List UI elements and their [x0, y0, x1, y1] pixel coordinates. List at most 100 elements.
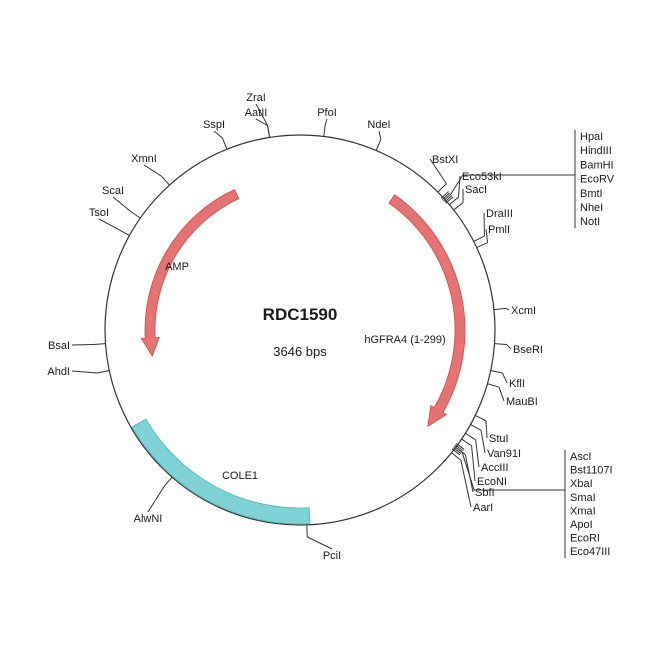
site-label-sbfi: SbfI	[475, 487, 495, 499]
site-label-sspi: SspI	[203, 119, 225, 131]
site-leader-ndei	[378, 130, 382, 140]
site-leader-kfli	[502, 372, 508, 384]
site-group-tick	[445, 196, 454, 204]
site-leader-stui	[485, 420, 488, 439]
site-label-tsoi: TsoI	[89, 207, 109, 219]
site-group-tick	[452, 447, 462, 454]
site-group-leader	[461, 452, 565, 491]
sites-layer: ZraI AatII PfoI NdeI SspI XmnI ScaI TsoI BsaI Ahd…	[47, 92, 543, 562]
site-group-tick	[455, 443, 465, 450]
site-label-bsai: BsaI	[48, 340, 70, 352]
site-leader-xmni	[143, 164, 162, 177]
site-label-maubi: MauBI	[506, 396, 538, 408]
site-tick-aatii	[267, 125, 270, 138]
site-tick-bsai	[93, 343, 106, 345]
site-group-tick	[443, 193, 452, 202]
site-group-tick	[440, 191, 449, 199]
site-leader-zrai	[255, 103, 269, 126]
site-tick-kfli	[490, 370, 503, 374]
site-label-bmti: BmtI	[580, 188, 603, 200]
site-label-stui: StuI	[489, 433, 509, 445]
site-group-tick	[451, 448, 461, 456]
site-leader-pcii	[307, 536, 333, 550]
site-label-hindiii: HindIII	[580, 145, 612, 157]
site-leader-sspi	[213, 130, 223, 139]
plasmid-backbone	[104, 134, 496, 526]
site-leader-pmli	[485, 228, 489, 243]
site-label-scai: ScaI	[102, 185, 124, 197]
site-label-nhei: NheI	[580, 202, 603, 214]
site-tick-draiii	[473, 235, 485, 242]
site-leader-aari	[460, 460, 472, 508]
site-label-bamhi: BamHI	[580, 159, 614, 171]
site-leader-scai	[112, 196, 131, 212]
site-group-tick	[454, 444, 464, 452]
site-label-xmai: XmaI	[570, 505, 596, 517]
site-tick-ahdi	[97, 370, 110, 374]
site-tick-aari	[451, 452, 462, 461]
site-label-xbai: XbaI	[570, 478, 593, 490]
site-label-bseri: BseRI	[513, 344, 543, 356]
site-label-apoi: ApoI	[570, 519, 593, 531]
site-tick-van91i	[470, 424, 482, 431]
site-leader-aatii	[255, 118, 268, 126]
site-tick-acciii	[465, 432, 476, 441]
site-label-acciii: AccIII	[481, 462, 509, 474]
site-label-aatii: AatII	[245, 107, 268, 119]
site-tick-xmni	[161, 175, 170, 186]
site-tick-alwni	[163, 476, 173, 487]
site-leader-bstxi	[429, 158, 447, 184]
site-label-ahdi: AhdI	[47, 366, 70, 378]
site-label-pmli: PmlI	[488, 224, 510, 236]
site-leader-econi	[471, 445, 476, 482]
site-tick-xcmi	[493, 307, 506, 311]
site-label-xmni: XmnI	[131, 153, 157, 165]
site-tick-ndei	[375, 139, 382, 151]
feature-hgfra4-1-299	[388, 194, 466, 428]
site-tick-pfoi	[323, 124, 326, 137]
site-label-noti: NotI	[580, 216, 600, 228]
site-leader-pfoi	[324, 118, 328, 125]
site-leader-bseri	[506, 344, 512, 350]
site-leader-ahdi	[71, 370, 98, 374]
site-tick-eco53ki	[449, 196, 459, 206]
site-tick-bseri	[494, 343, 507, 345]
site-leader-bsai	[71, 343, 94, 346]
site-leader-alwni	[147, 485, 165, 513]
site-label-bst1107i: Bst1107I	[570, 465, 613, 477]
site-label-pfoi: PfoI	[317, 107, 337, 119]
site-label-econi: EcoNI	[477, 476, 507, 488]
site-label-zrai: ZraI	[246, 92, 266, 104]
site-label-smai: SmaI	[570, 492, 596, 504]
site-leader-van91i	[480, 430, 486, 454]
site-tick-sspi	[221, 137, 228, 150]
site-tick-econi	[461, 438, 472, 447]
features-layer	[131, 188, 466, 525]
site-label-hpai: HpaI	[580, 131, 603, 143]
site-leader-xcmi	[505, 307, 510, 311]
site-label-eco53ki: Eco53kI	[462, 171, 502, 183]
site-label-ecori: EcoRI	[570, 533, 600, 545]
site-group-leader	[450, 174, 575, 195]
feature-label-amp: AMP	[165, 261, 189, 273]
plasmid-name: RDC1590	[263, 305, 338, 324]
site-label-draiii: DraIII	[486, 208, 513, 220]
site-tick-pmli	[476, 242, 488, 249]
site-leader-tsoi	[98, 218, 120, 231]
site-label-ndei: NdeI	[367, 119, 390, 131]
feature-cole1	[131, 418, 311, 525]
site-label-van91i: Van91I	[487, 448, 521, 460]
site-label-kfli: KflI	[509, 378, 525, 390]
site-tick-stui	[475, 415, 487, 422]
feature-label-cole1: COLE1	[222, 470, 258, 482]
site-leader-maubi	[498, 386, 505, 402]
site-tick-tsoi	[118, 229, 130, 236]
site-leader-acciii	[475, 439, 480, 468]
site-groups-layer: HpaIHindIIIBamHIEcoRVBmtINheINotIAscIBst…	[440, 130, 615, 559]
site-label-asci: AscI	[570, 451, 591, 463]
site-label-bstxi: BstXI	[432, 154, 458, 166]
site-tick-maubi	[487, 383, 500, 388]
